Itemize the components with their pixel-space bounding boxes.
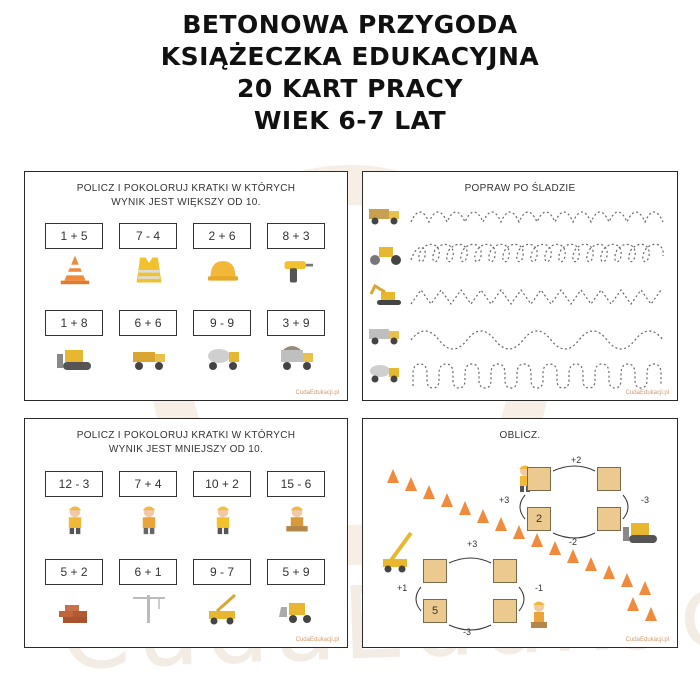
safety-vest-icon <box>136 257 162 283</box>
crane-truck-icon <box>383 531 413 573</box>
panel-title-line-1: POLICZ I POKOLORUJ KRATKI W KTÓRYCH <box>76 430 296 441</box>
equation-box[interactable]: 9 - 7 <box>193 559 251 585</box>
roller-icon <box>370 247 401 265</box>
cement-mixer-icon <box>370 365 399 383</box>
answer-square[interactable] <box>493 559 517 583</box>
operation-label: -2 <box>569 537 578 547</box>
operation-label: -1 <box>535 583 544 593</box>
bulldozer-icon <box>623 523 657 543</box>
operation-label: +3 <box>499 495 510 505</box>
panel-title-line-2: WYNIK JEST WIĘKSZY OD 10. <box>111 197 261 208</box>
bulldozer-icon <box>57 350 91 370</box>
panel-title-line-1: POLICZ I POKOLORUJ KRATKI W KTÓRYCH <box>76 183 296 194</box>
equation-box[interactable]: 6 + 6 <box>119 310 177 336</box>
bricks-icon <box>59 605 87 623</box>
excavator-icon <box>369 283 401 305</box>
hard-hat-icon <box>207 261 239 281</box>
cement-mixer-icon <box>208 349 239 370</box>
page-title-line-1: BETONOWA PRZYGODA <box>182 10 518 39</box>
answer-square[interactable] <box>493 599 517 623</box>
worksheet-greater-than-10: POLICZ I POKOLORUJ KRATKI W KTÓRYCH WYNI… <box>24 171 348 401</box>
tower-crane-icon <box>133 595 165 623</box>
credit-text: CudaEdukacji.pl <box>295 390 339 396</box>
loader-icon <box>279 603 311 623</box>
page-title-line-4: WIEK 6-7 LAT <box>253 106 447 135</box>
cycle-arrows <box>519 465 629 539</box>
answer-square[interactable] <box>597 467 621 491</box>
answer-square[interactable] <box>597 507 621 531</box>
operation-label: +3 <box>467 539 478 549</box>
construction-worker-icon <box>531 601 547 628</box>
truck-icon <box>369 329 399 345</box>
page-title-line-2: KSIĄŻECZKA EDUKACYJNA <box>160 42 540 71</box>
construction-worker-icon <box>216 506 230 535</box>
operation-label: -3 <box>463 627 472 637</box>
traffic-cone-icon <box>60 255 90 285</box>
equation-box[interactable]: 9 - 9 <box>193 310 251 336</box>
equation-box[interactable]: 7 - 4 <box>119 223 177 249</box>
equation-box[interactable]: 7 + 4 <box>119 471 177 497</box>
panel-title: OBLICZ. <box>499 430 541 441</box>
equation-box[interactable]: 5 + 9 <box>267 559 325 585</box>
cycle-arrows <box>415 557 525 631</box>
start-value-square: 5 <box>423 599 447 623</box>
operation-label: -3 <box>641 495 650 505</box>
page-title-line-3: 20 KART PRACY <box>237 74 463 103</box>
answer-square[interactable] <box>527 467 551 491</box>
equation-box[interactable]: 15 - 6 <box>267 471 325 497</box>
worksheet-tracing: POPRAW PO ŚLADZIE CudaEdukacji.pl <box>362 171 678 401</box>
equation-box[interactable]: 1 + 5 <box>45 223 103 249</box>
equation-box[interactable]: 12 - 3 <box>45 471 103 497</box>
equation-box[interactable]: 1 + 8 <box>45 310 103 336</box>
equation-box[interactable]: 2 + 6 <box>193 223 251 249</box>
construction-worker-icon <box>68 506 82 535</box>
panel-title-line-2: WYNIK JEST MNIEJSZY OD 10. <box>108 444 264 455</box>
worksheet-calculate: OBLICZ. 2 +2 -3 -2 +3 5 <box>362 418 678 648</box>
equation-box[interactable]: 6 + 1 <box>119 559 177 585</box>
worksheet-less-than-10: POLICZ I POKOLORUJ KRATKI W KTÓRYCH WYNI… <box>24 418 348 648</box>
operation-label: +2 <box>571 455 582 465</box>
drill-icon <box>284 261 313 283</box>
credit-text: CudaEdukacji.pl <box>295 637 339 643</box>
credit-text: CudaEdukacji.pl <box>625 637 669 643</box>
equation-box[interactable]: 8 + 3 <box>267 223 325 249</box>
answer-square[interactable] <box>423 559 447 583</box>
dump-truck-icon <box>133 352 165 370</box>
start-value-square: 2 <box>527 507 551 531</box>
operation-label: +1 <box>397 583 408 593</box>
construction-worker-icon <box>286 506 308 532</box>
equation-box[interactable]: 5 + 2 <box>45 559 103 585</box>
mobile-crane-icon <box>209 593 236 625</box>
gravel-truck-icon <box>281 346 313 370</box>
equation-box[interactable]: 3 + 9 <box>267 310 325 336</box>
credit-text: CudaEdukacji.pl <box>625 390 669 396</box>
construction-worker-icon <box>142 506 156 535</box>
panel-title: POPRAW PO ŚLADZIE <box>464 183 576 194</box>
equation-box[interactable]: 10 + 2 <box>193 471 251 497</box>
tracing-lines[interactable] <box>410 200 669 390</box>
traffic-cones-diagonal <box>387 469 657 621</box>
dump-truck-icon <box>369 209 399 225</box>
